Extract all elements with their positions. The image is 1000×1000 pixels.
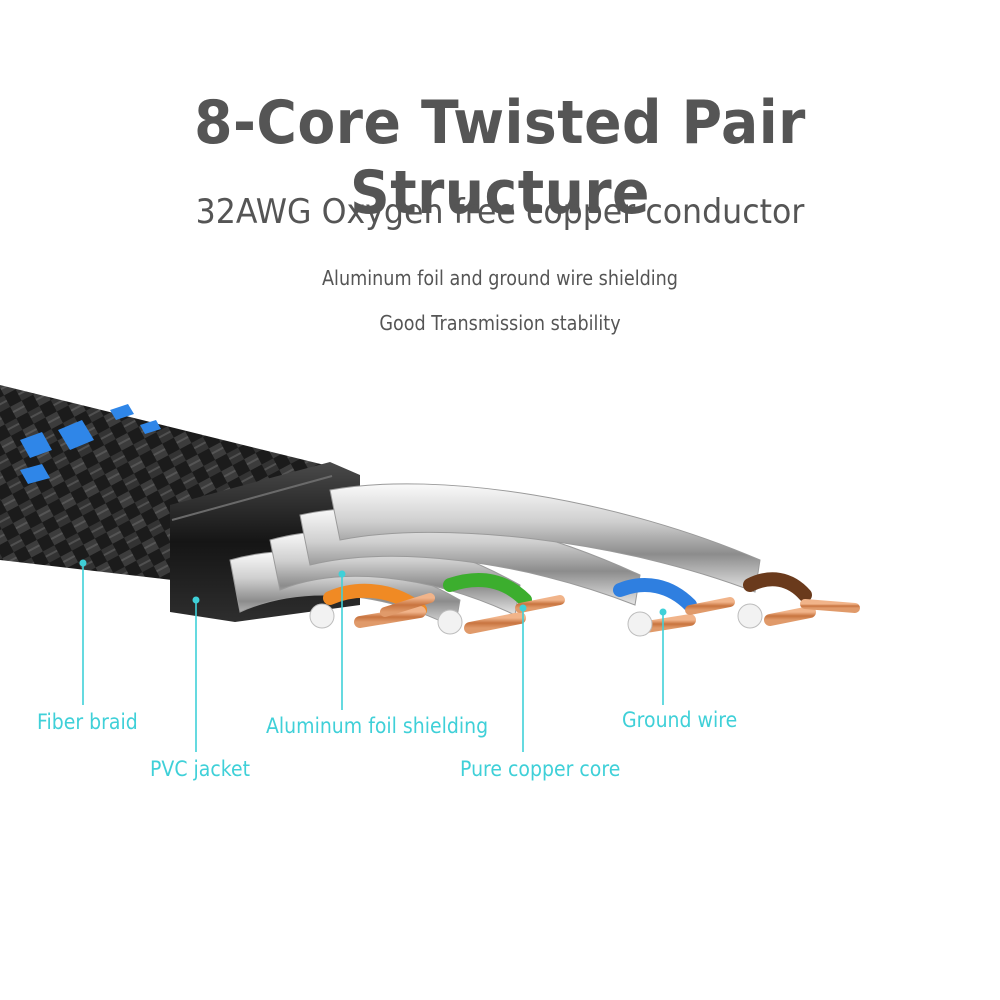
callout-pure-copper-core: Pure copper core [460,757,621,781]
callout-fiber-braid: Fiber braid [37,710,138,734]
leader-fiber-braid [79,559,87,705]
feature-stability: Good Transmission stability [379,311,621,335]
braid-accent-stripe [20,420,94,484]
callout-ground-wire: Ground wire [622,708,738,732]
braid-accent-stripe [110,404,161,434]
callout-aluminum-foil-shielding: Aluminum foil shielding [266,714,489,738]
callout-pvc-jacket: PVC jacket [150,757,251,781]
leader-ground-wire [659,608,667,705]
page-subtitle: 32AWG Oxygen free copper conductor [195,192,805,232]
feature-shielding: Aluminum foil and ground wire shielding [322,266,678,290]
leader-pvc-jacket [192,596,200,752]
leader-copper-core [519,604,527,752]
page-title: 8-Core Twisted Pair Structure [194,88,806,228]
leader-aluminum-foil [338,570,346,710]
twisted-pair-brown [329,483,860,629]
callout-leaders [79,559,667,752]
